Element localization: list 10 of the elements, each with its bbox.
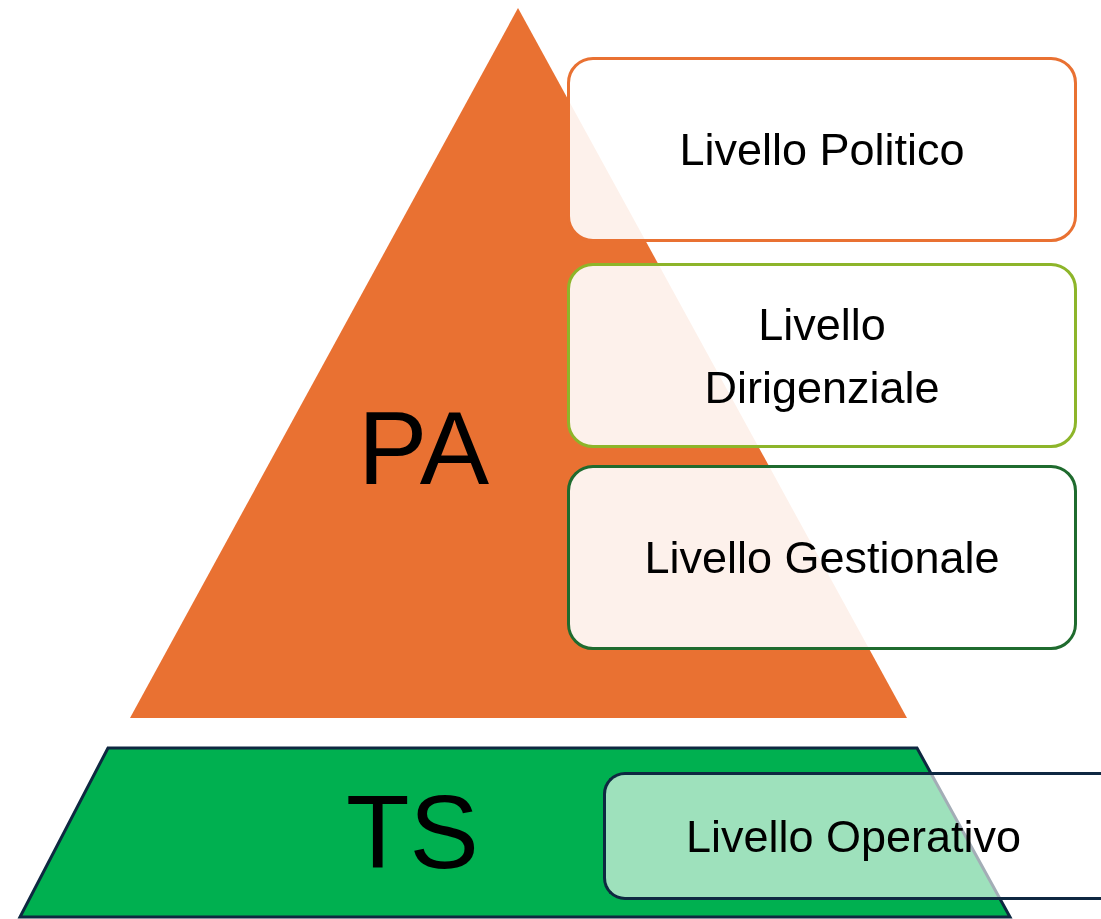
level-label: Livello Dirigenziale (703, 297, 941, 415)
level-panel (603, 772, 1101, 900)
level-panel (567, 57, 1077, 242)
level-label: Livello Operativo (685, 809, 1022, 864)
level-panel (567, 263, 1077, 448)
level-label: Livello Gestionale (644, 531, 1000, 585)
level-panel (567, 465, 1077, 650)
base-label: TS (346, 780, 479, 884)
level-label: Livello Politico (679, 123, 965, 177)
pyramid-label: PA (358, 396, 489, 500)
